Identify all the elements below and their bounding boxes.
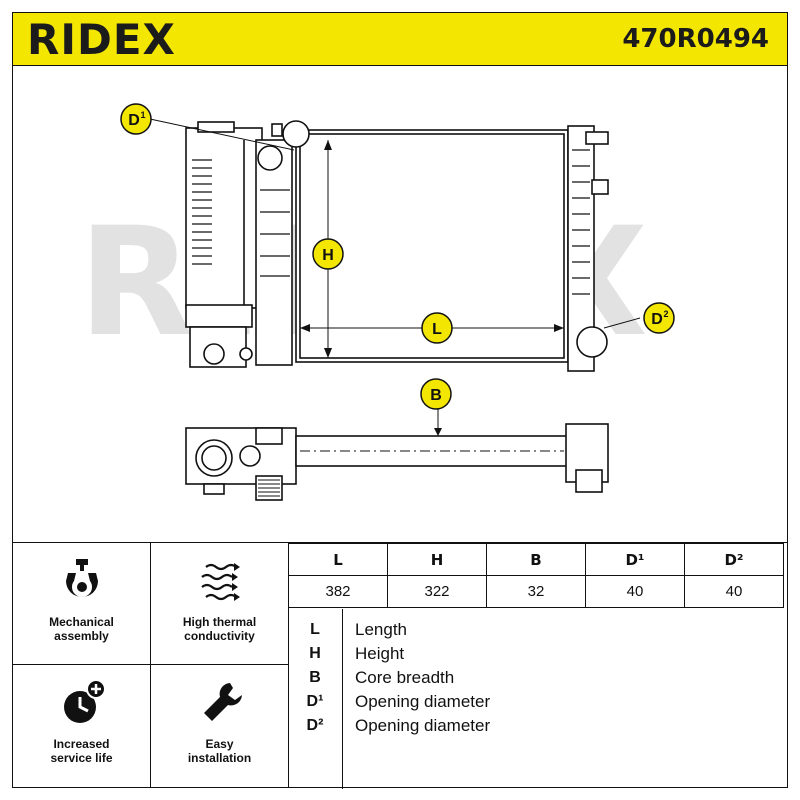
callout-d2: D 2 [643,302,675,334]
right-tank-ribs [572,149,590,295]
radiator-front-view [185,120,609,372]
d2-leader-line [603,317,641,329]
high-thermal-conductivity-icon [201,563,240,601]
header-bar: RIDEX 470R0494 [12,12,788,66]
feature-easy-installation: Easy installation [151,665,289,787]
feature-label: High thermal conductivity [182,615,257,643]
svg-text:D: D [128,112,140,129]
mechanical-assembly-icon [66,559,98,597]
value-cell-h: 322 [387,575,487,608]
callout-l: L [421,312,453,344]
brand-logo: RIDEX [27,15,176,64]
value-cell-l: 382 [288,575,388,608]
feature-increased-service-life: Increased service life [13,665,151,787]
value-cell-d1: 40 [585,575,685,608]
d1-leader-line [149,118,295,151]
specs-panel: Mechanical assembly High thermal conduct… [12,542,789,789]
legend-row-d1: D¹ Opening diameter [288,691,788,715]
header-cell-d1: D¹ [585,543,685,576]
dimensions-table: L H B D¹ D² 382 322 32 40 40 [288,543,784,608]
feature-mechanical-assembly: Mechanical assembly [13,543,151,665]
technical-drawing-frame [12,66,788,542]
legend-symbol: H [309,645,321,662]
feature-label: Easy installation [187,737,252,765]
value-cell-d2: 40 [684,575,784,608]
radiator-top-view [185,423,609,501]
legend-text: Length [355,620,407,639]
legend-row-d2: D² Opening diameter [288,715,788,739]
legend-row-b: B Core breadth [288,667,788,691]
callout-d1: D 1 [120,103,152,135]
header-cell-h: H [387,543,487,576]
svg-text:2: 2 [663,309,668,319]
legend-symbol: D² [306,717,324,734]
dimensions-header-row: L H B D¹ D² [288,543,784,576]
legend-text: Opening diameter [355,716,491,735]
dimensions-legend: L Length H Height B Core breadth D¹ Open… [288,609,789,789]
top-view-hatching [258,479,280,497]
value-cell-b: 32 [486,575,586,608]
svg-text:D: D [651,311,663,328]
legend-text: Opening diameter [355,692,491,711]
svg-text:L: L [432,321,442,338]
svg-text:B: B [430,387,442,404]
left-tank-fins [192,159,290,277]
legend-symbol: L [310,621,320,638]
part-number: 470R0494 [622,24,769,54]
legend-symbol: D¹ [306,693,324,710]
svg-text:1: 1 [140,110,145,120]
legend-text: Core breadth [355,668,455,687]
svg-text:H: H [322,247,334,264]
dimensions-value-row: 382 322 32 40 40 [288,575,784,608]
header-cell-d2: D² [684,543,784,576]
easy-installation-icon [204,683,242,721]
callout-b: B [420,378,452,410]
legend-divider [342,609,343,789]
radiator-drawing: D 1 H L D 2 B [120,103,675,501]
feature-high-thermal-conductivity: High thermal conductivity [151,543,289,665]
legend-row-l: L Length [288,619,788,643]
callout-h: H [312,238,344,270]
feature-label: Increased service life [50,737,113,765]
header-cell-l: L [288,543,388,576]
legend-row-h: H Height [288,643,788,667]
legend-symbol: B [309,669,321,686]
legend-text: Height [355,644,405,663]
increased-service-life-icon [64,679,106,723]
feature-label: Mechanical assembly [49,615,114,643]
header-cell-b: B [486,543,586,576]
